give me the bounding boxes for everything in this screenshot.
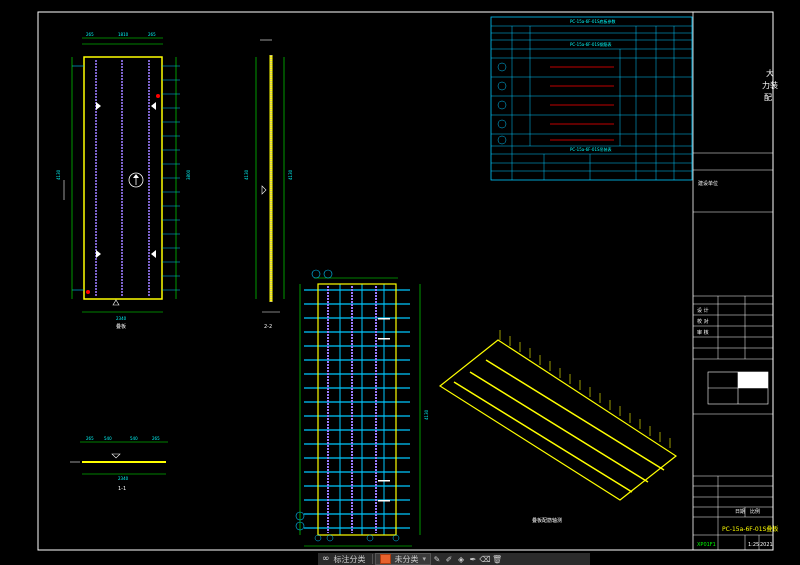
annotation-category-label: 标注分类 [333, 554, 366, 564]
rebar-layout: 4130 [295, 269, 429, 547]
edit-icon[interactable]: ✐ [445, 554, 453, 564]
tb-check: 校 对 [697, 318, 709, 325]
svg-text:540: 540 [130, 436, 138, 441]
trash-icon[interactable]: 🗑 [491, 554, 503, 564]
tb-scale-label: 比例 [750, 508, 760, 515]
svg-text:265: 265 [152, 436, 160, 441]
tb-unit-label: 建设单位 [698, 180, 718, 187]
plan-view-label: 叠板 [116, 323, 126, 330]
tb-date-label: 日期 [735, 509, 745, 515]
outer-frame [37, 11, 774, 551]
toolbar-separator [371, 554, 373, 564]
svg-text:265: 265 [148, 32, 156, 37]
svg-text:265: 265 [86, 436, 94, 441]
svg-text:4130: 4130 [424, 409, 429, 420]
svg-text:4130: 4130 [288, 169, 293, 180]
table2-title: PC-15a-6F-01S钢筋表 [570, 41, 612, 47]
section-1-1: 265 540 540 265 2340 1-1 [70, 436, 168, 492]
side-note-2: 力装 [762, 80, 778, 90]
svg-text:265: 265 [86, 32, 94, 37]
brush-icon[interactable]: ✒ [469, 554, 477, 564]
dropdown-icon: ▾ [422, 555, 427, 563]
tb-scale-value: 1:25 [748, 542, 759, 548]
section-1-1-label: 1-1 [118, 486, 126, 492]
side-note-3: 配 [764, 93, 772, 102]
tb-design: 设 计 [697, 307, 709, 314]
svg-text:1810: 1810 [118, 32, 129, 37]
section-2-2: 4130 4130 2-2 [244, 39, 293, 330]
plan-view: 265 1810 265 4130 3800 [56, 32, 191, 330]
section-2-2-label: 2-2 [264, 324, 272, 330]
drawing-title: PC-15a-6F-01S叠板 [722, 525, 778, 533]
layer-color-icon [379, 554, 391, 564]
side-note-1: 大 [766, 68, 774, 78]
table1-title: PC-15a-6F-01S底板参数 [570, 18, 616, 24]
svg-text:3800: 3800 [186, 169, 191, 180]
tb-code: XP01F1 [697, 542, 716, 548]
table3-title: PC-15a-6F-01S吊装表 [570, 146, 612, 152]
axonometric-view: 叠板配筋轴测 [438, 330, 678, 524]
svg-text:4130: 4130 [244, 169, 249, 180]
svg-text:540: 540 [104, 436, 112, 441]
layer-select[interactable]: 未分类 ▾ [374, 553, 432, 565]
eraser-icon[interactable]: ⌫ [479, 554, 491, 564]
pen-icon[interactable]: ✎ [433, 554, 441, 564]
tb-year: 2021 [760, 542, 773, 548]
svg-text:2340: 2340 [118, 476, 129, 481]
annotate-icon[interactable]: ∞ [322, 554, 330, 564]
annotation-toolbar: ∞ 标注分类 未分类 ▾ ✎ ✐ ◈ ✒ ⌫ 🗑 [318, 553, 590, 565]
svg-text:4130: 4130 [56, 169, 61, 180]
annotation-group[interactable]: ∞ 标注分类 [318, 553, 370, 565]
fill-icon[interactable]: ◈ [457, 554, 465, 564]
tb-approve: 审 核 [697, 329, 709, 336]
layer-select-label: 未分类 [394, 554, 419, 564]
svg-text:2340: 2340 [116, 316, 127, 321]
axon-label: 叠板配筋轴测 [532, 517, 562, 524]
parameter-tables: PC-15a-6F-01S底板参数 PC-15a-6F-01S钢筋表 PC-15… [490, 16, 693, 181]
title-block: 大 力装 配 建设单位 设 计 校 对 审 核 日期 比例 [692, 12, 778, 550]
